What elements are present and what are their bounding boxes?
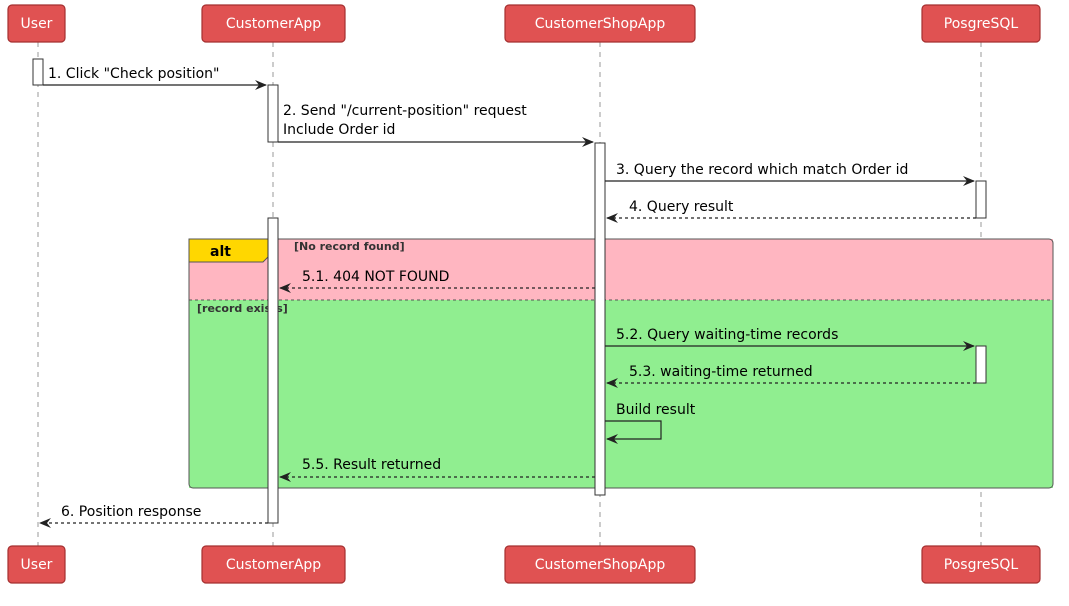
message-5-5: 5.5. Result returned bbox=[279, 457, 595, 482]
message-5-5-label: 5.5. Result returned bbox=[302, 457, 441, 473]
message-1-label: 1. Click "Check position" bbox=[48, 66, 219, 82]
participant-customer-app-top-box bbox=[201, 4, 346, 43]
message-2: 2. Send "/current-position" request Incl… bbox=[278, 103, 594, 147]
message-4-label: 4. Query result bbox=[629, 199, 734, 215]
participant-customer-app-bottom: CustomerApp bbox=[201, 545, 346, 584]
message-5-3: 5.3. waiting-time returned bbox=[606, 364, 976, 388]
participant-customer-shop-app-bottom: CustomerShopApp bbox=[504, 545, 696, 584]
message-6-label: 6. Position response bbox=[61, 504, 201, 520]
participant-user-bottom-label: User bbox=[21, 557, 53, 573]
alt-region-record-exists bbox=[189, 300, 1053, 488]
message-5-1: 5.1. 404 NOT FOUND bbox=[279, 269, 595, 293]
alt-region-no-record bbox=[189, 239, 1053, 300]
participant-user-bottom-box bbox=[7, 545, 66, 584]
message-4: 4. Query result bbox=[606, 199, 976, 223]
activation-customer-app-2 bbox=[267, 217, 279, 524]
activation-customer-app-1 bbox=[267, 84, 279, 143]
participant-postgres-bottom-label: PosgreSQL bbox=[944, 557, 1019, 573]
message-3: 3. Query the record which match Order id bbox=[605, 162, 975, 186]
message-5-2-label: 5.2. Query waiting-time records bbox=[616, 327, 838, 343]
message-5-3-label: 5.3. waiting-time returned bbox=[629, 364, 813, 380]
alt-keyword: alt bbox=[210, 244, 231, 260]
participant-customer-shop-app-top-box bbox=[504, 4, 696, 43]
participant-postgres-top: PosgreSQL bbox=[921, 4, 1041, 43]
alt-tab bbox=[188, 238, 274, 263]
message-6: 6. Position response bbox=[39, 504, 268, 528]
participant-customer-shop-app-top: CustomerShopApp bbox=[504, 4, 696, 43]
activation-customer-shop-app bbox=[594, 142, 606, 496]
alt-condition-no-record: [No record found] bbox=[294, 240, 405, 253]
activation-postgres-1 bbox=[975, 180, 987, 219]
message-2-label-line1: 2. Send "/current-position" request bbox=[283, 103, 527, 119]
self-message-label: Build result bbox=[616, 402, 696, 418]
participant-user-bottom: User bbox=[7, 545, 66, 584]
message-1: 1. Click "Check position" bbox=[43, 66, 267, 90]
participant-customer-app-top: CustomerApp bbox=[201, 4, 346, 43]
participant-customer-app-bottom-box bbox=[201, 545, 346, 584]
participant-postgres-bottom-box bbox=[921, 545, 1041, 584]
participant-customer-app-top-label: CustomerApp bbox=[226, 16, 321, 32]
activation-postgres-2 bbox=[975, 345, 987, 384]
participant-customer-shop-app-bottom-label: CustomerShopApp bbox=[535, 557, 666, 573]
alt-fragment: alt [No record found] [record exists] bbox=[188, 238, 1054, 489]
message-self-build: Build result bbox=[605, 402, 696, 444]
participant-customer-shop-app-bottom-box bbox=[504, 545, 696, 584]
participant-user-top-label: User bbox=[21, 16, 53, 32]
self-message-arrow bbox=[605, 420, 662, 444]
message-5-2: 5.2. Query waiting-time records bbox=[605, 327, 975, 351]
message-3-label: 3. Query the record which match Order id bbox=[616, 162, 908, 178]
participant-postgres-top-box bbox=[921, 4, 1041, 43]
participant-user-top: User bbox=[7, 4, 66, 43]
alt-condition-record-exists: [record exists] bbox=[197, 302, 288, 315]
alt-border bbox=[188, 238, 1054, 489]
participant-user-top-box bbox=[7, 4, 66, 43]
participant-customer-shop-app-top-label: CustomerShopApp bbox=[535, 16, 666, 32]
message-2-label-line2: Include Order id bbox=[283, 122, 395, 138]
participant-postgres-top-label: PosgreSQL bbox=[944, 16, 1019, 32]
message-5-1-label: 5.1. 404 NOT FOUND bbox=[302, 269, 449, 285]
participant-customer-app-bottom-label: CustomerApp bbox=[226, 557, 321, 573]
participant-postgres-bottom: PosgreSQL bbox=[921, 545, 1041, 584]
activation-user bbox=[32, 58, 44, 86]
